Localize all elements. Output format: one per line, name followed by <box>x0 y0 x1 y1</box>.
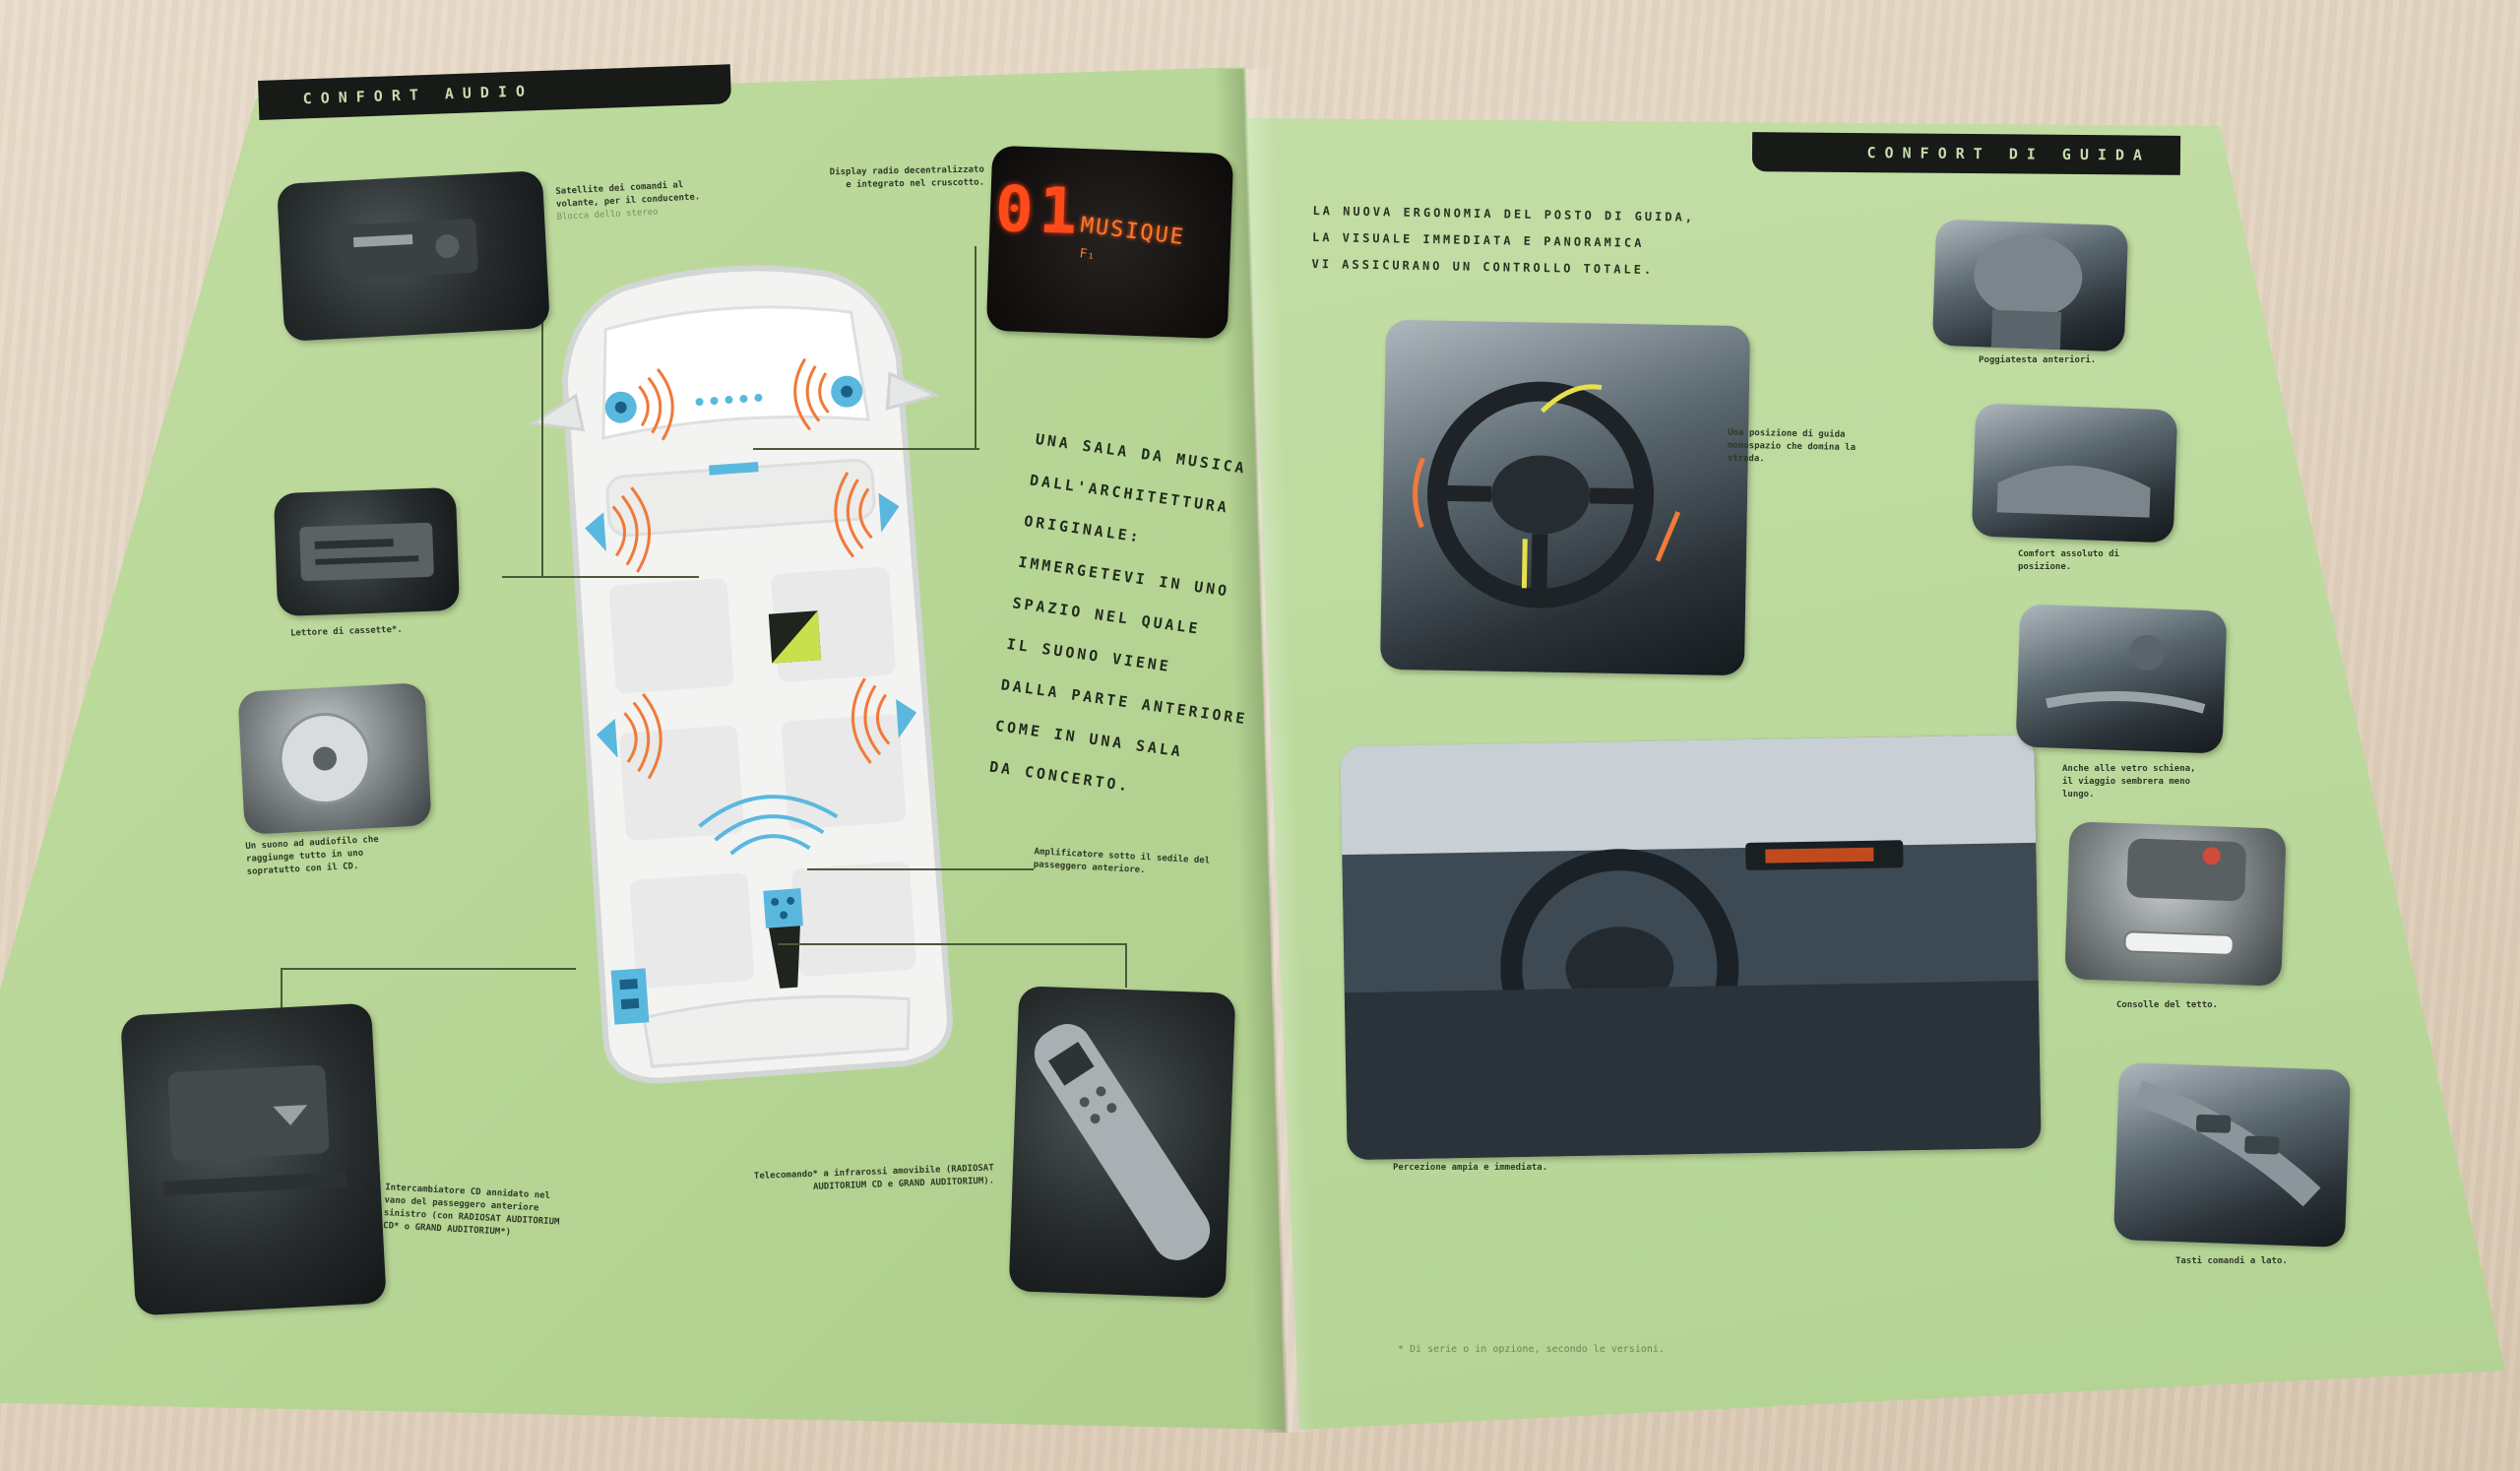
caption-switches: Tasti comandi a lato. <box>2175 1256 2288 1266</box>
amplifier-icon <box>768 610 822 664</box>
steering-wheel-photo <box>1379 319 1751 676</box>
cd-changer-icon <box>610 968 650 1025</box>
cd-changer-photo <box>120 1002 387 1316</box>
radio-display-photo: 01 MUSIQUE F₁ <box>985 145 1234 340</box>
cassette-player-photo <box>273 486 461 617</box>
caption-steering: Una posizione di guida monospazio che do… <box>1727 427 1857 465</box>
dashboard-tweeters-icon <box>695 393 763 407</box>
head-unit-icon <box>709 462 759 476</box>
caption-cd: Un suono ad audiofilo che raggiunge tutt… <box>245 834 379 877</box>
leader-line-satellite <box>502 281 543 576</box>
steering-satellite-photo <box>276 170 551 342</box>
window-controls-photo <box>2015 604 2228 754</box>
side-switches-photo <box>2112 1061 2352 1248</box>
cd-disc-photo <box>237 682 432 835</box>
leader-line-changer <box>281 968 576 970</box>
display-digits: 01 <box>993 172 1085 250</box>
leader-line-display-v <box>975 246 976 448</box>
remote-receiver-icon <box>763 888 803 989</box>
leader-line-satellite-h <box>502 576 699 578</box>
caption-headrest: Poggiatesta anteriori. <box>1979 355 2097 365</box>
leader-line-remote <box>778 943 1127 945</box>
speaker-rear-left-icon <box>596 692 662 780</box>
headrest-photo <box>1931 219 2129 352</box>
caption-console: Consolle del tetto. <box>2116 1000 2218 1010</box>
caption-armrest: Comfort assoluto di posizione. <box>2018 549 2119 572</box>
car-speaker-diagram <box>529 265 953 1084</box>
speaker-front-right-icon <box>793 357 863 431</box>
right-headline: LA NUOVA ERGONOMIA DEL POSTO DI GUIDA, L… <box>1311 198 1765 286</box>
caption-cd-changer: Intercambiatore CD annidato nel vano del… <box>382 1183 560 1238</box>
display-station-text: MUSIQUE <box>1079 213 1187 251</box>
leader-line-amplifier <box>807 868 1034 870</box>
display-sub-text: F₁ <box>1078 246 1097 264</box>
remote-control-photo <box>1008 986 1236 1299</box>
right-header-text: CONFORT DI GUIDA <box>1866 144 2152 164</box>
dashboard-photo <box>1340 734 2042 1161</box>
right-page-header: CONFORT DI GUIDA <box>1751 132 2181 175</box>
footnote: * Di serie o in opzione, secondo le vers… <box>1398 1344 1665 1355</box>
caption-window: Anche alle vetro schiena, il viaggio sem… <box>2062 764 2196 799</box>
armrest-photo <box>1971 403 2178 544</box>
caption-dashboard: Percezione ampia e immediata. <box>1393 1163 1548 1173</box>
left-headline: UNA SALA DA MUSICA DALL'ARCHITETTURA ORI… <box>986 418 1321 827</box>
wireless-signal-icon <box>698 795 839 856</box>
leader-line-changer-v <box>281 968 283 1012</box>
speaker-door-front-right-icon <box>834 472 900 558</box>
caption-display: Display radio decentralizzato e integrat… <box>829 164 985 191</box>
adjust-arrow-icon <box>1540 384 1603 414</box>
leader-line-remote-v <box>1125 943 1127 988</box>
roof-console-photo <box>2064 821 2287 987</box>
speaker-front-left-icon <box>604 368 674 441</box>
speaker-door-front-left-icon <box>585 486 651 573</box>
caption-satellite: Satellite dei comandi al volante, per il… <box>555 180 701 223</box>
left-header-text: CONFORT AUDIO <box>302 82 535 108</box>
leader-line-display <box>753 448 979 450</box>
speaker-rear-right-icon <box>851 677 917 764</box>
